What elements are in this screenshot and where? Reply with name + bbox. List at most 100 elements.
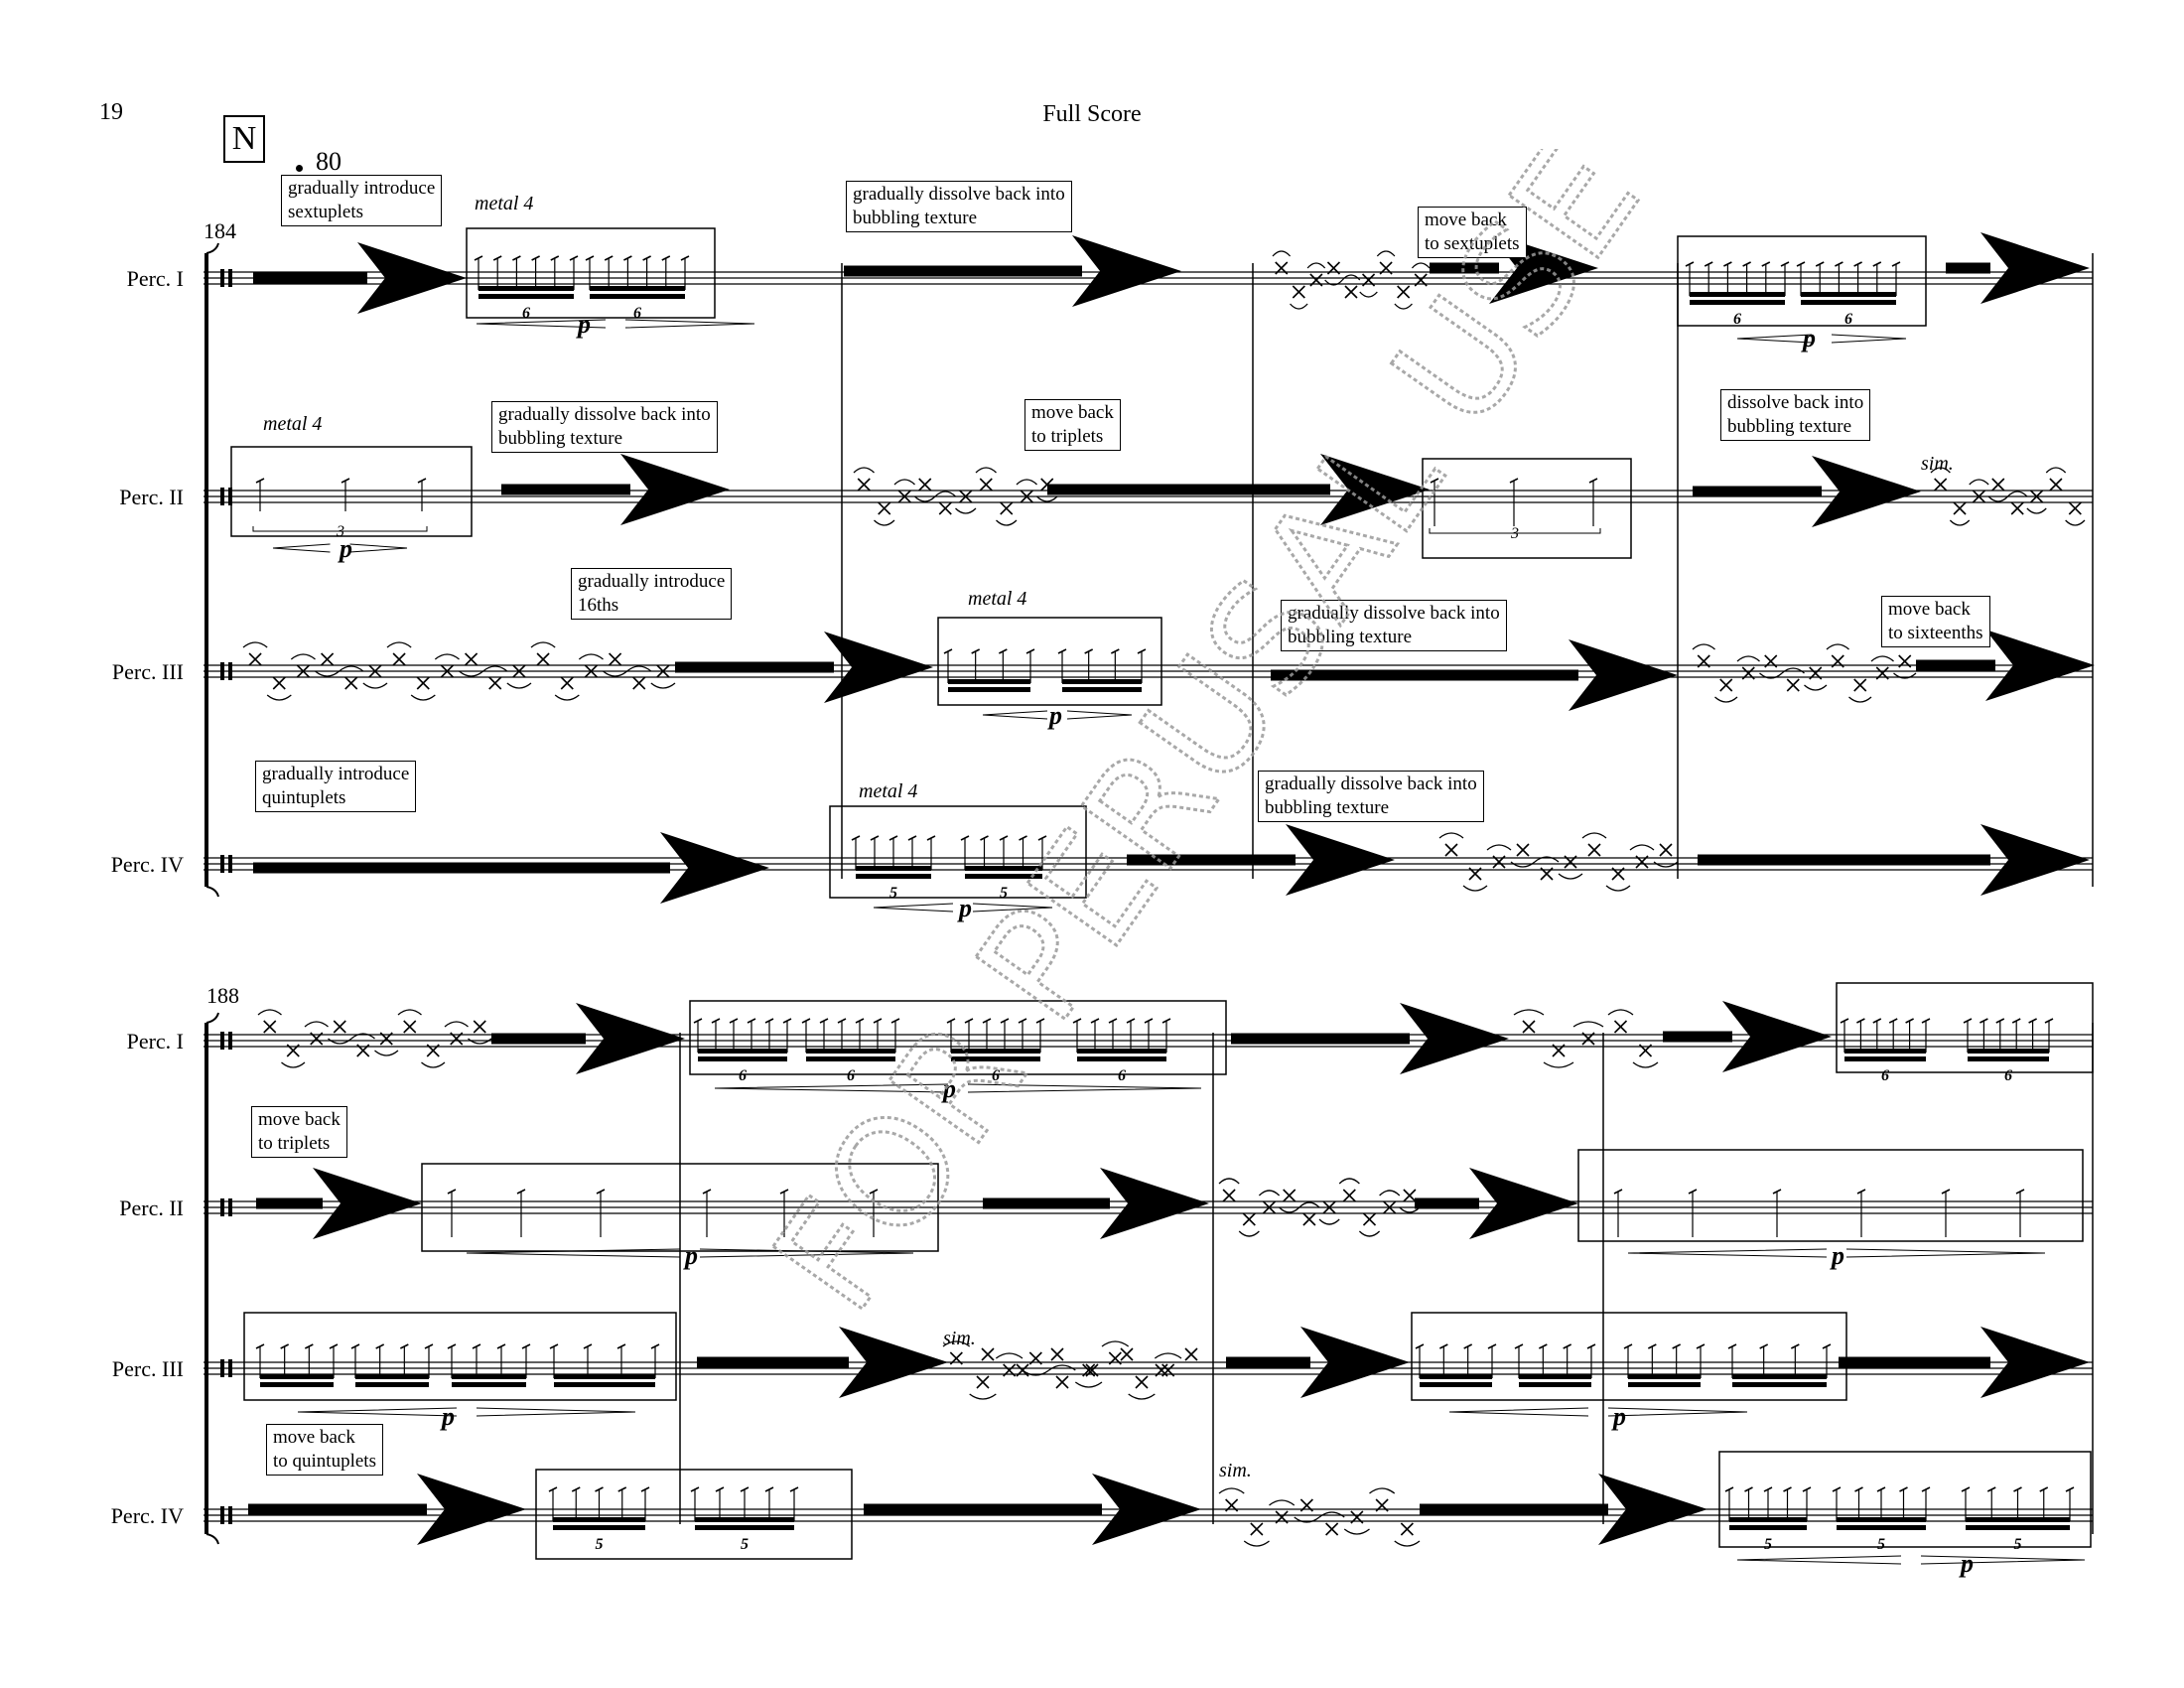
beam bbox=[1628, 1382, 1701, 1387]
tuplet-bracket bbox=[1429, 528, 1601, 534]
tie bbox=[1510, 861, 1536, 868]
tie bbox=[1736, 655, 1760, 662]
tie bbox=[1605, 885, 1631, 892]
tie bbox=[853, 467, 875, 474]
tie bbox=[1462, 885, 1488, 892]
beam bbox=[452, 1382, 526, 1387]
instruction-box: gradually introduce quintuplets bbox=[255, 761, 417, 812]
transition-arrow bbox=[1569, 639, 1678, 711]
tie bbox=[578, 653, 604, 660]
tie bbox=[1486, 844, 1512, 851]
beam bbox=[1968, 1056, 2049, 1061]
x-notehead bbox=[1991, 478, 2005, 492]
x-notehead bbox=[1718, 678, 1733, 692]
tie bbox=[1279, 1206, 1300, 1213]
x-notehead bbox=[999, 501, 1014, 515]
tie bbox=[530, 641, 556, 648]
tie bbox=[1318, 1511, 1345, 1518]
tie bbox=[1759, 672, 1783, 679]
percussion-clef bbox=[220, 1506, 224, 1524]
tie bbox=[2045, 467, 2067, 474]
tie bbox=[1411, 262, 1431, 269]
instruction-box: move back to triplets bbox=[1024, 399, 1121, 451]
tuplet-number: 6 bbox=[2004, 1067, 2012, 1084]
tie bbox=[386, 641, 412, 648]
percussion-clef bbox=[228, 269, 232, 287]
tie bbox=[444, 1021, 469, 1028]
tuplet-number: 6 bbox=[1733, 311, 1741, 328]
technique-label: metal 4 bbox=[968, 588, 1027, 610]
hairpin bbox=[1066, 710, 1133, 720]
tie bbox=[1016, 479, 1037, 486]
transition-arrow bbox=[1300, 1327, 1410, 1398]
beam bbox=[554, 1382, 655, 1387]
percussion-clef bbox=[220, 1359, 224, 1377]
beam bbox=[1420, 1382, 1492, 1387]
tie bbox=[1826, 643, 1849, 650]
beam bbox=[948, 679, 1030, 684]
tie bbox=[995, 1352, 1024, 1359]
tuplet-number: 6 bbox=[1881, 1067, 1889, 1084]
hairpin bbox=[714, 1083, 949, 1093]
beam bbox=[698, 1049, 787, 1054]
instrument-label: Perc. I bbox=[126, 266, 184, 291]
percussion-clef bbox=[228, 1359, 232, 1377]
instruction-box: gradually dissolve back into bubbling te… bbox=[1281, 600, 1507, 651]
instruction-box: move back to quintuplets bbox=[266, 1424, 383, 1476]
instruction-box: move back to sextuplets bbox=[1418, 207, 1527, 258]
instrument-label: Perc. III bbox=[111, 659, 184, 684]
percussion-clef bbox=[220, 662, 224, 680]
beam bbox=[1062, 679, 1142, 684]
tie bbox=[1653, 861, 1679, 868]
x-notehead bbox=[272, 676, 287, 690]
tie bbox=[1376, 250, 1396, 257]
transition-arrow bbox=[1072, 235, 1181, 307]
beam bbox=[1519, 1382, 1591, 1387]
page-number: 19 bbox=[99, 99, 123, 125]
tuplet-number: 5 bbox=[741, 1536, 749, 1553]
tie bbox=[1218, 1178, 1240, 1185]
tie bbox=[554, 694, 580, 701]
tuplet-number: 6 bbox=[847, 1067, 855, 1084]
instruction-box: gradually introduce sextuplets bbox=[281, 175, 443, 226]
tie bbox=[1359, 291, 1378, 298]
dynamic-piano: p bbox=[1832, 1241, 1844, 1270]
tie bbox=[1379, 1190, 1401, 1196]
hairpin bbox=[1920, 1555, 2086, 1565]
tie bbox=[397, 1009, 422, 1016]
tie bbox=[1632, 1061, 1659, 1068]
transition-arrow bbox=[1980, 1327, 2090, 1398]
x-notehead bbox=[1222, 1189, 1236, 1202]
tie bbox=[1258, 1190, 1281, 1196]
beam bbox=[695, 1525, 794, 1530]
tie bbox=[434, 653, 460, 660]
beam bbox=[1966, 1517, 2070, 1522]
tuplet-number: 3 bbox=[1510, 525, 1519, 542]
x-notehead bbox=[1522, 1020, 1536, 1034]
x-notehead bbox=[1587, 843, 1601, 857]
tie bbox=[1128, 1393, 1156, 1400]
tuplet-bracket bbox=[252, 526, 428, 532]
tie bbox=[1238, 1230, 1260, 1237]
beam bbox=[590, 286, 685, 291]
x-notehead bbox=[2068, 501, 2083, 515]
system-bracket bbox=[205, 1533, 219, 1545]
percussion-clef bbox=[228, 662, 232, 680]
rehearsal-mark: N bbox=[223, 115, 265, 163]
beam bbox=[1062, 687, 1142, 692]
x-notehead bbox=[976, 1375, 990, 1389]
x-notehead bbox=[1396, 285, 1411, 299]
x-notehead bbox=[320, 652, 335, 666]
beam bbox=[1844, 1056, 1926, 1061]
x-notehead bbox=[402, 1020, 417, 1034]
tie bbox=[1572, 1021, 1604, 1028]
x-notehead bbox=[1302, 1212, 1316, 1226]
beam bbox=[1077, 1049, 1166, 1054]
x-notehead bbox=[981, 1347, 995, 1361]
x-notehead bbox=[1852, 678, 1867, 692]
x-notehead bbox=[1282, 1189, 1297, 1202]
tie bbox=[1394, 1540, 1421, 1547]
transition-arrow bbox=[576, 1003, 685, 1074]
x-notehead bbox=[979, 478, 994, 492]
pattern-box bbox=[1577, 1149, 2084, 1242]
